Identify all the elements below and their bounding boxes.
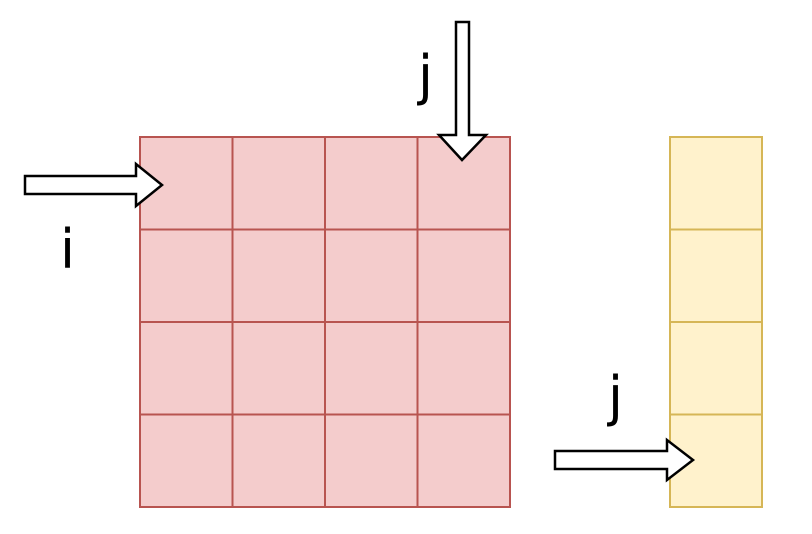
row-index-label: i xyxy=(60,218,75,281)
vector-index-label: j xyxy=(607,365,623,428)
vector-column xyxy=(669,136,763,508)
vector-index-arrow xyxy=(553,437,696,483)
matrix-cell xyxy=(139,321,234,416)
matrix-cell xyxy=(324,136,419,231)
matrix-cell xyxy=(139,228,234,323)
matrix-cell xyxy=(324,228,419,323)
matrix-grid xyxy=(139,136,511,508)
vector-cell xyxy=(669,321,763,416)
vector-cell xyxy=(669,228,763,323)
matrix-cell xyxy=(139,413,234,508)
matrix-cell xyxy=(416,321,511,416)
matrix-cell xyxy=(416,228,511,323)
matrix-cell xyxy=(231,321,326,416)
vector-cell xyxy=(669,136,763,231)
matrix-cell xyxy=(324,413,419,508)
matrix-cell xyxy=(416,413,511,508)
row-index-arrow xyxy=(23,161,164,209)
matrix-cell xyxy=(324,321,419,416)
matrix-cell xyxy=(231,228,326,323)
matrix-cell xyxy=(231,136,326,231)
col-index-label: j xyxy=(417,44,433,107)
matrix-cell xyxy=(231,413,326,508)
col-index-arrow xyxy=(436,20,489,162)
